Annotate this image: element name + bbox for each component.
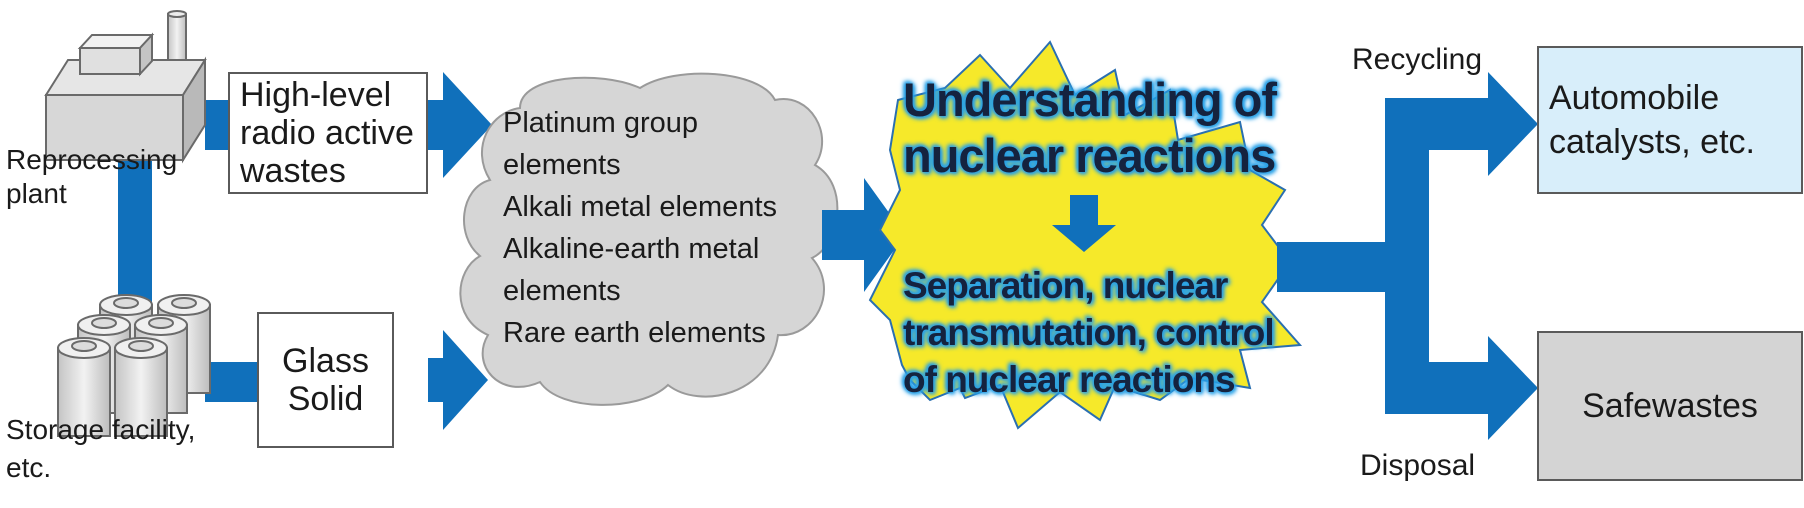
elements-cloud (459, 72, 839, 406)
hlw-to-cloud-arrow (427, 72, 492, 178)
recycling-label: Recycling (1352, 43, 1483, 76)
outcome-split-arrow (1277, 72, 1538, 440)
understanding-title: Understanding of nuclear reactions (903, 73, 1277, 182)
glass-solid-text: Glass Solid (282, 342, 369, 418)
element-rare-earth: Rare earth elements (503, 317, 766, 349)
burst-down-arrow (1052, 195, 1116, 252)
safewastes-box: Safewastes (1537, 331, 1803, 481)
automobile-catalysts-text: Automobile catalysts, etc. (1549, 79, 1755, 161)
storage-facility-label: Storage facility, etc. (6, 414, 196, 483)
disposal-label: Disposal (1360, 449, 1476, 482)
elements-list: Platinum group elements Alkali metal ele… (503, 102, 808, 354)
storage-to-glass-arrow (205, 362, 257, 402)
cloud-to-burst-arrow (822, 178, 905, 292)
automobile-catalysts-box: Automobile catalysts, etc. (1537, 46, 1803, 194)
reprocessing-plant-label: Reprocessing plant (6, 144, 178, 209)
reprocessing-plant-icon (44, 10, 207, 164)
hlw-box-text: High-level radio active wastes (240, 76, 414, 190)
element-alkaline-earth: Alkaline-earth metal elements (503, 233, 760, 307)
separation-title: Separation, nuclear transmutation, contr… (903, 265, 1275, 400)
element-alkali-metal: Alkali metal elements (503, 191, 777, 223)
hlw-box: High-level radio active wastes (228, 72, 428, 194)
glass-solid-box: Glass Solid (257, 312, 394, 448)
element-platinum-group: Platinum group elements (503, 107, 699, 181)
safewastes-text: Safewastes (1582, 387, 1758, 425)
storage-cylinders-icon (57, 294, 211, 437)
glass-to-cloud-arrow (428, 330, 488, 430)
